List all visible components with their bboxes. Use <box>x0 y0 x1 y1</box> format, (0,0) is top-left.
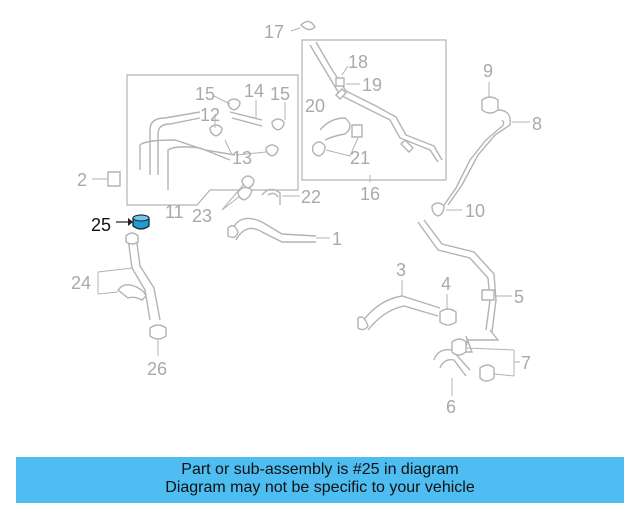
part-9 <box>481 82 499 114</box>
part-10 <box>431 202 462 217</box>
callout-3[interactable]: 3 <box>396 260 406 280</box>
callout-13[interactable]: 13 <box>232 148 252 168</box>
callout-16[interactable]: 16 <box>360 184 380 204</box>
callout-15a[interactable]: 15 <box>195 84 215 104</box>
callout-19[interactable]: 19 <box>362 75 382 95</box>
info-banner: Part or sub-assembly is #25 in diagram D… <box>16 457 624 503</box>
part-4 <box>439 294 457 326</box>
part-5 <box>417 219 512 333</box>
part-25 <box>116 214 150 230</box>
part-3 <box>357 280 441 331</box>
callout-23[interactable]: 23 <box>192 206 212 226</box>
callout-5[interactable]: 5 <box>514 287 524 307</box>
part-7 <box>451 329 520 382</box>
callout-15b[interactable]: 15 <box>270 84 290 104</box>
callout-17[interactable]: 17 <box>264 22 284 42</box>
callout-18[interactable]: 18 <box>348 52 368 72</box>
callout-22[interactable]: 22 <box>301 187 321 207</box>
callout-6[interactable]: 6 <box>446 397 456 417</box>
callout-14[interactable]: 14 <box>244 81 264 101</box>
callout-2[interactable]: 2 <box>77 170 87 190</box>
callout-7[interactable]: 7 <box>521 353 531 373</box>
part-2 <box>92 171 121 187</box>
banner-line-1: Part or sub-assembly is #25 in diagram <box>181 461 459 478</box>
group-box-16 <box>301 39 447 181</box>
part-1 <box>227 217 330 243</box>
part-8 <box>441 109 530 209</box>
parts-diagram: 17 18 19 20 21 16 15 14 15 12 13 11 2 23… <box>71 20 542 417</box>
callout-8[interactable]: 8 <box>532 114 542 134</box>
callout-21[interactable]: 21 <box>350 148 370 168</box>
callout-9[interactable]: 9 <box>483 61 493 81</box>
callout-24[interactable]: 24 <box>71 273 91 293</box>
part-23 <box>221 175 255 211</box>
part-22 <box>261 188 300 205</box>
callout-11[interactable]: 11 <box>165 202 184 222</box>
part-24 <box>97 232 161 321</box>
banner-line-2: Diagram may not be specific to your vehi… <box>165 479 475 496</box>
group-box-11 <box>126 74 299 206</box>
part-17 <box>290 20 316 32</box>
part-26 <box>149 324 167 356</box>
callout-1[interactable]: 1 <box>332 229 342 249</box>
callout-26[interactable]: 26 <box>147 359 167 379</box>
callout-25[interactable]: 25 <box>91 215 111 235</box>
part-group-11 <box>139 95 286 190</box>
callout-4[interactable]: 4 <box>441 274 451 294</box>
callout-20[interactable]: 20 <box>305 96 325 116</box>
callout-10[interactable]: 10 <box>465 201 485 221</box>
part-group-16 <box>309 41 443 182</box>
callout-12[interactable]: 12 <box>200 105 220 125</box>
